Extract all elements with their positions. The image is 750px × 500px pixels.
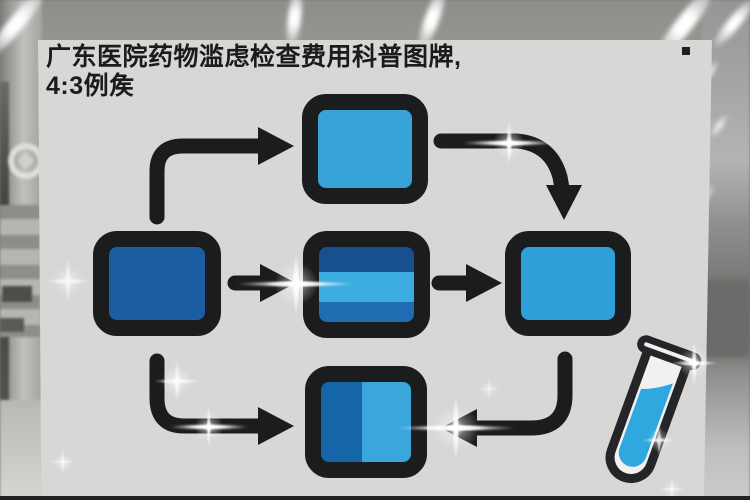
title-line-1: 广东医院药物滥虑检查费用科普图牌, [46,43,462,71]
background-equipment [2,286,32,302]
background-shelf-bands [0,205,40,337]
corner-mark [682,47,690,55]
info-card: 广东医院药物滥虑检查费用科普图牌, 4:3例矦 [38,40,712,500]
bottom-letterbox-bar [0,496,750,500]
title-line-2: 4:3例矦 [46,72,135,100]
background-floor [0,400,42,500]
page-title: 广东医院药物滥虑检查费用科普图牌, 4:3例矦 [46,43,461,101]
background-wall-ring [8,143,44,179]
background-equipment [0,318,24,332]
background-equipment [702,280,750,358]
